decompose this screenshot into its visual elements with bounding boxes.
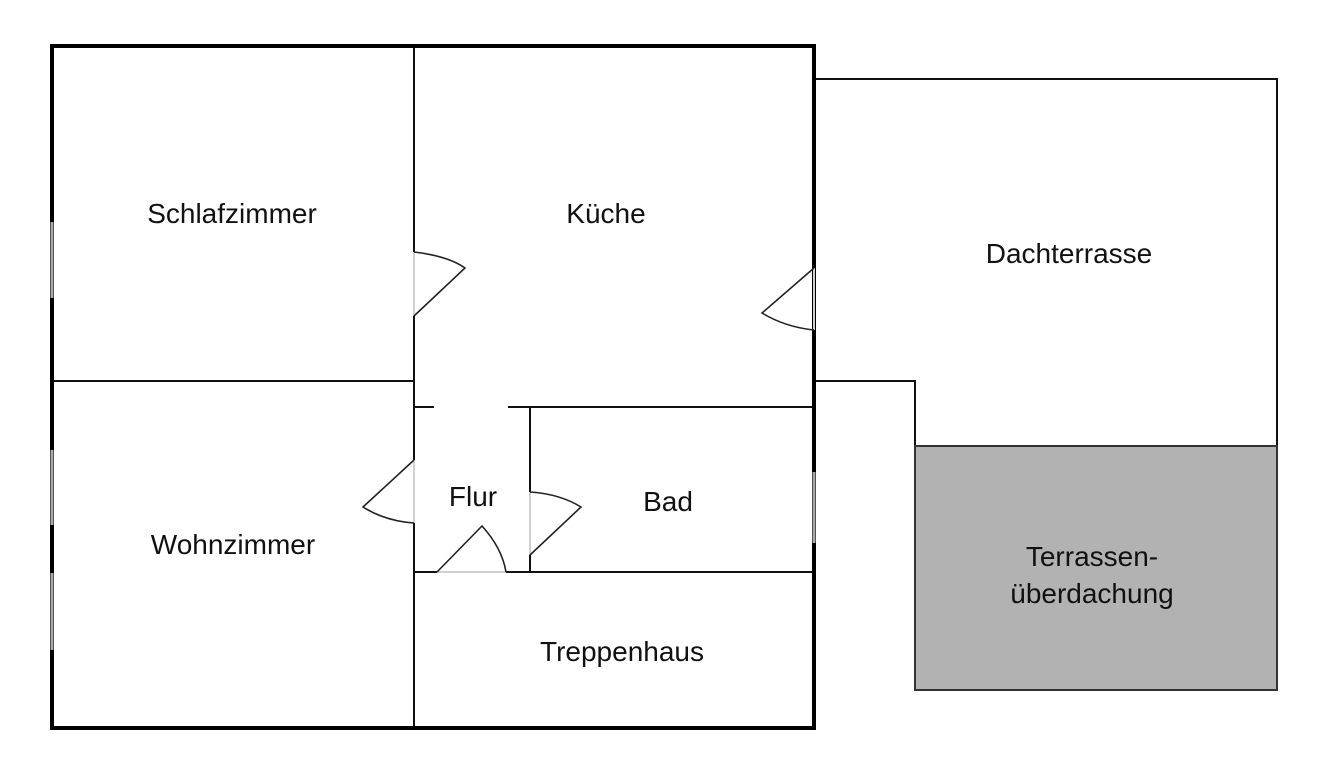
door-flur-bad[interactable] (529, 491, 583, 556)
room-label-schlafzimmer: Schlafzimmer (147, 198, 317, 229)
room-label-wohnzimmer: Wohnzimmer (151, 529, 315, 560)
interior-walls (52, 46, 814, 728)
room-label-treppenhaus: Treppenhaus (540, 636, 704, 667)
room-label-bad: Bad (643, 486, 693, 517)
terrassenueberdachung-area (914, 445, 1278, 691)
room-label-kueche: Küche (566, 198, 645, 229)
room-label-flur: Flur (449, 481, 497, 512)
door-flur-wohnzimmer[interactable] (361, 459, 415, 524)
door-schlafzimmer-kueche[interactable] (413, 251, 467, 317)
room-label-dachterrasse: Dachterrasse (986, 238, 1153, 269)
exterior-walls (50, 44, 816, 730)
room-label-terrassenueberdachung-line1: Terrassen- (1026, 541, 1158, 572)
room-label-terrassenueberdachung-line2: überdachung (1010, 578, 1173, 609)
door-kueche-dachterrasse[interactable] (760, 267, 815, 331)
door-flur-treppenhaus[interactable] (436, 524, 507, 573)
